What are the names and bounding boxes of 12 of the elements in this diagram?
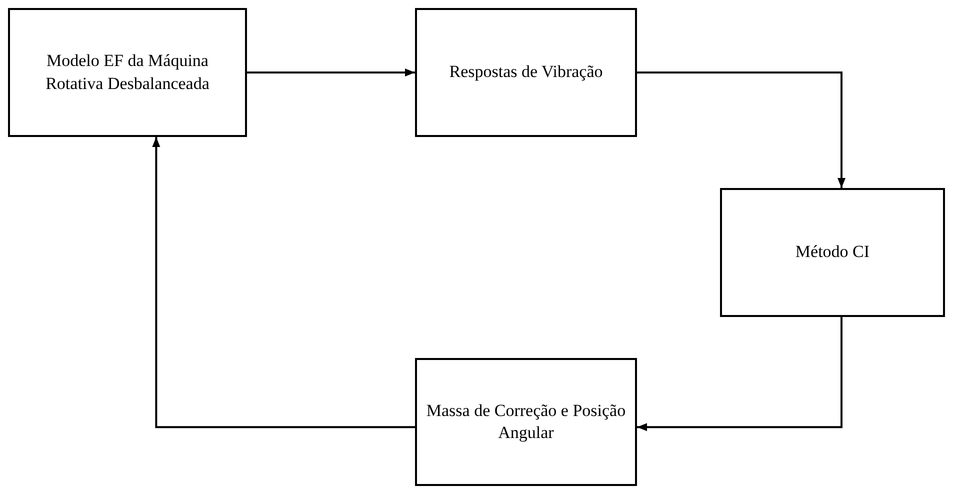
process-box (720, 188, 945, 317)
arrow (637, 317, 842, 432)
process-box (8, 8, 247, 137)
box-label: Método CI (795, 241, 870, 264)
process-box (415, 358, 637, 486)
arrow (152, 137, 415, 428)
box-label: Respostas de Vibração (449, 61, 603, 84)
box-label: Massa de Correção e Posição Angular (425, 400, 627, 444)
box-label: Modelo EF da Máquina Rotativa Desbalanceada (44, 50, 210, 94)
process-box (415, 8, 637, 137)
arrow (637, 72, 846, 188)
arrow (247, 68, 415, 76)
